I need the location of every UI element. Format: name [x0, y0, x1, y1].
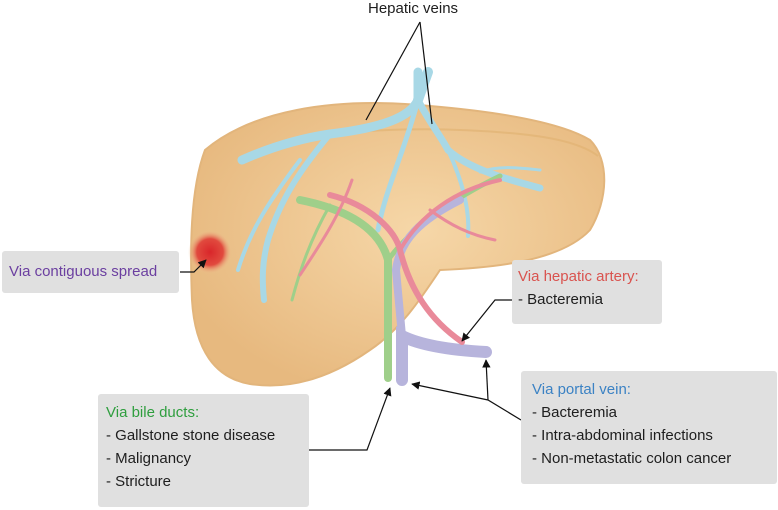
list-item: - Intra-abdominal infections: [532, 427, 713, 444]
arrow-contiguous: [180, 259, 207, 273]
arrow-portal-2: [411, 381, 522, 421]
callout-bile-ducts: Via bile ducts: - Gallstone stone diseas…: [98, 394, 309, 507]
list-item: - Stricture: [106, 473, 172, 490]
arrow-bile: [309, 387, 392, 451]
callout-title: Via hepatic artery:: [518, 268, 639, 285]
hepatic-veins-label: Hepatic veins: [368, 0, 459, 17]
callout-title: Via contiguous spread: [9, 263, 158, 280]
callout-title: Via bile ducts:: [106, 404, 200, 421]
callout-portal-vein: Via portal vein: - Bacteremia - Intra-ab…: [521, 371, 777, 484]
hepatic-artery: [298, 178, 502, 345]
list-item: - Gallstone stone disease: [106, 427, 276, 444]
leader-lines: [180, 21, 522, 451]
callout-hepatic-artery: Via hepatic artery: - Bacteremia: [512, 260, 662, 324]
arrow-portal-1: [482, 359, 491, 401]
abscess-spot: [188, 230, 232, 274]
list-item: - Malignancy: [106, 450, 192, 467]
callout-contiguous-spread: Via contiguous spread: [2, 251, 179, 293]
list-item: - Bacteremia: [532, 404, 618, 421]
callout-title: Via portal vein:: [532, 381, 631, 398]
list-item: - Bacteremia: [518, 291, 604, 308]
list-item: - Non-metastatic colon cancer: [532, 450, 732, 467]
arrow-artery: [461, 299, 512, 342]
